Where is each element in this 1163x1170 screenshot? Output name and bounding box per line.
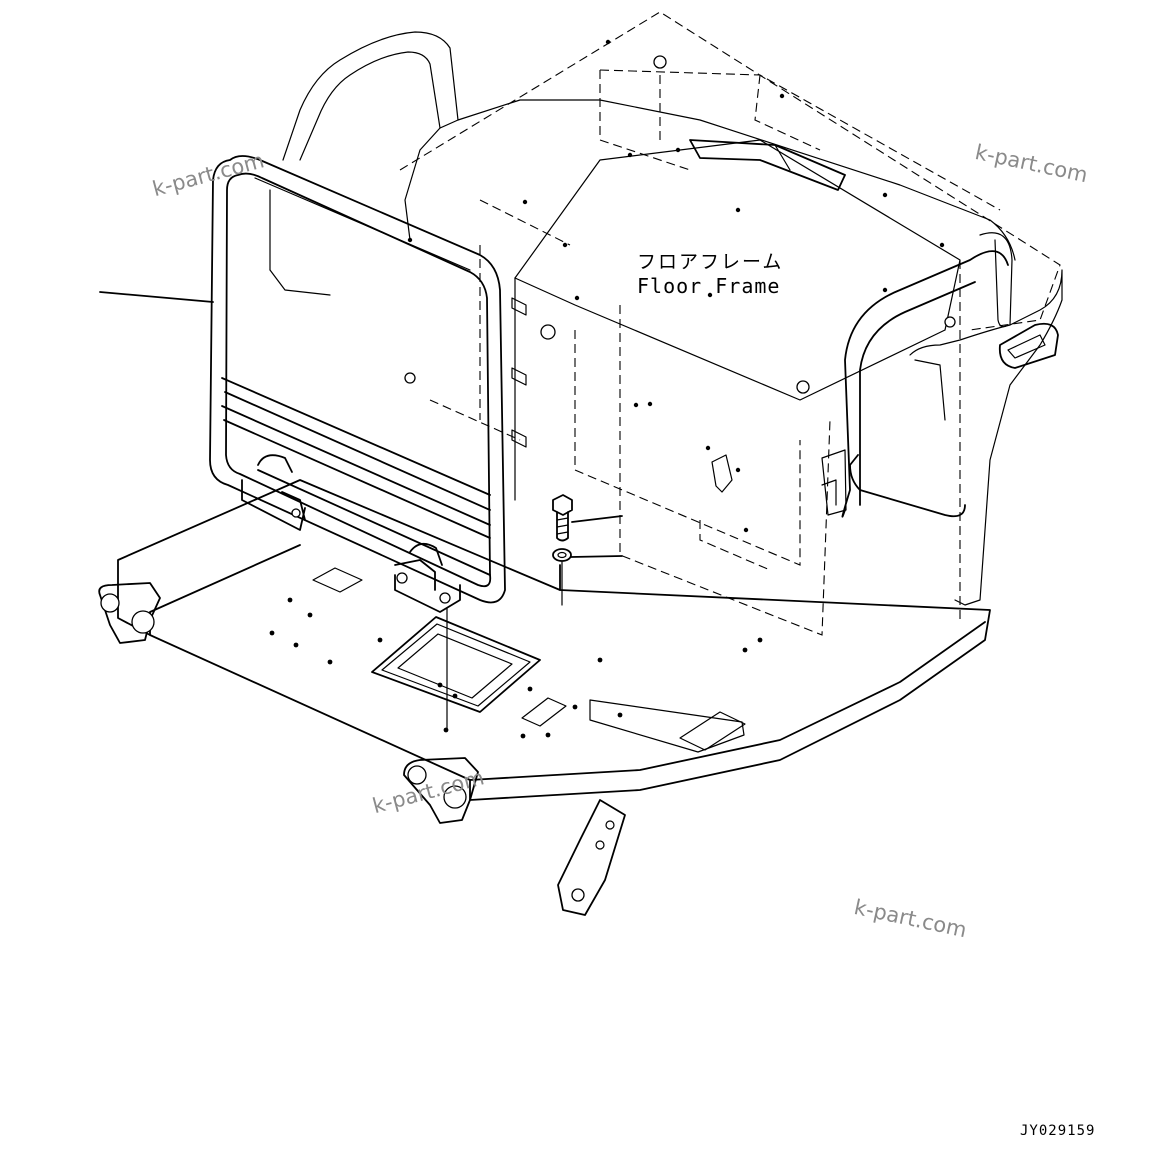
- rear-handrail: [282, 31, 1063, 606]
- drawing-number: JY029159: [1020, 1123, 1096, 1139]
- leader-lines: [99, 291, 623, 558]
- front-pivot-lugs: [98, 582, 479, 824]
- floor-plate-holes: [269, 597, 763, 739]
- door-guard-rail: [209, 155, 506, 731]
- floor-plate: [117, 479, 991, 801]
- floor-frame-label-jp: フロアフレーム: [637, 251, 784, 273]
- lower-bracket: [557, 799, 626, 916]
- bolt-and-washer: [552, 494, 573, 606]
- cab-frame-box: [399, 11, 1061, 636]
- floor-frame-label-en: Floor Frame: [637, 274, 781, 298]
